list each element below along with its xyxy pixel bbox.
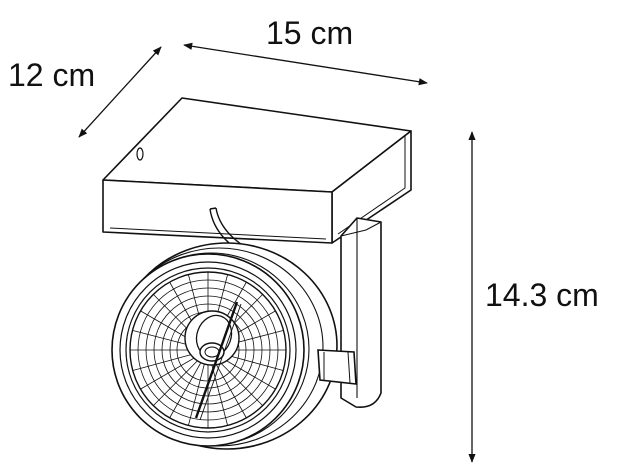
mounting-box xyxy=(102,97,412,244)
pivot-knob xyxy=(317,349,357,385)
depth-dimension-label: 12 cm xyxy=(8,57,96,93)
width-dimension-label: 15 cm xyxy=(266,15,354,51)
depth-dimension-line xyxy=(78,46,162,138)
bulb-filament-shield xyxy=(194,301,242,421)
screw-hole xyxy=(136,147,144,161)
width-dimension-line xyxy=(183,42,428,86)
height-dimension-label: 14.3 cm xyxy=(485,277,599,313)
